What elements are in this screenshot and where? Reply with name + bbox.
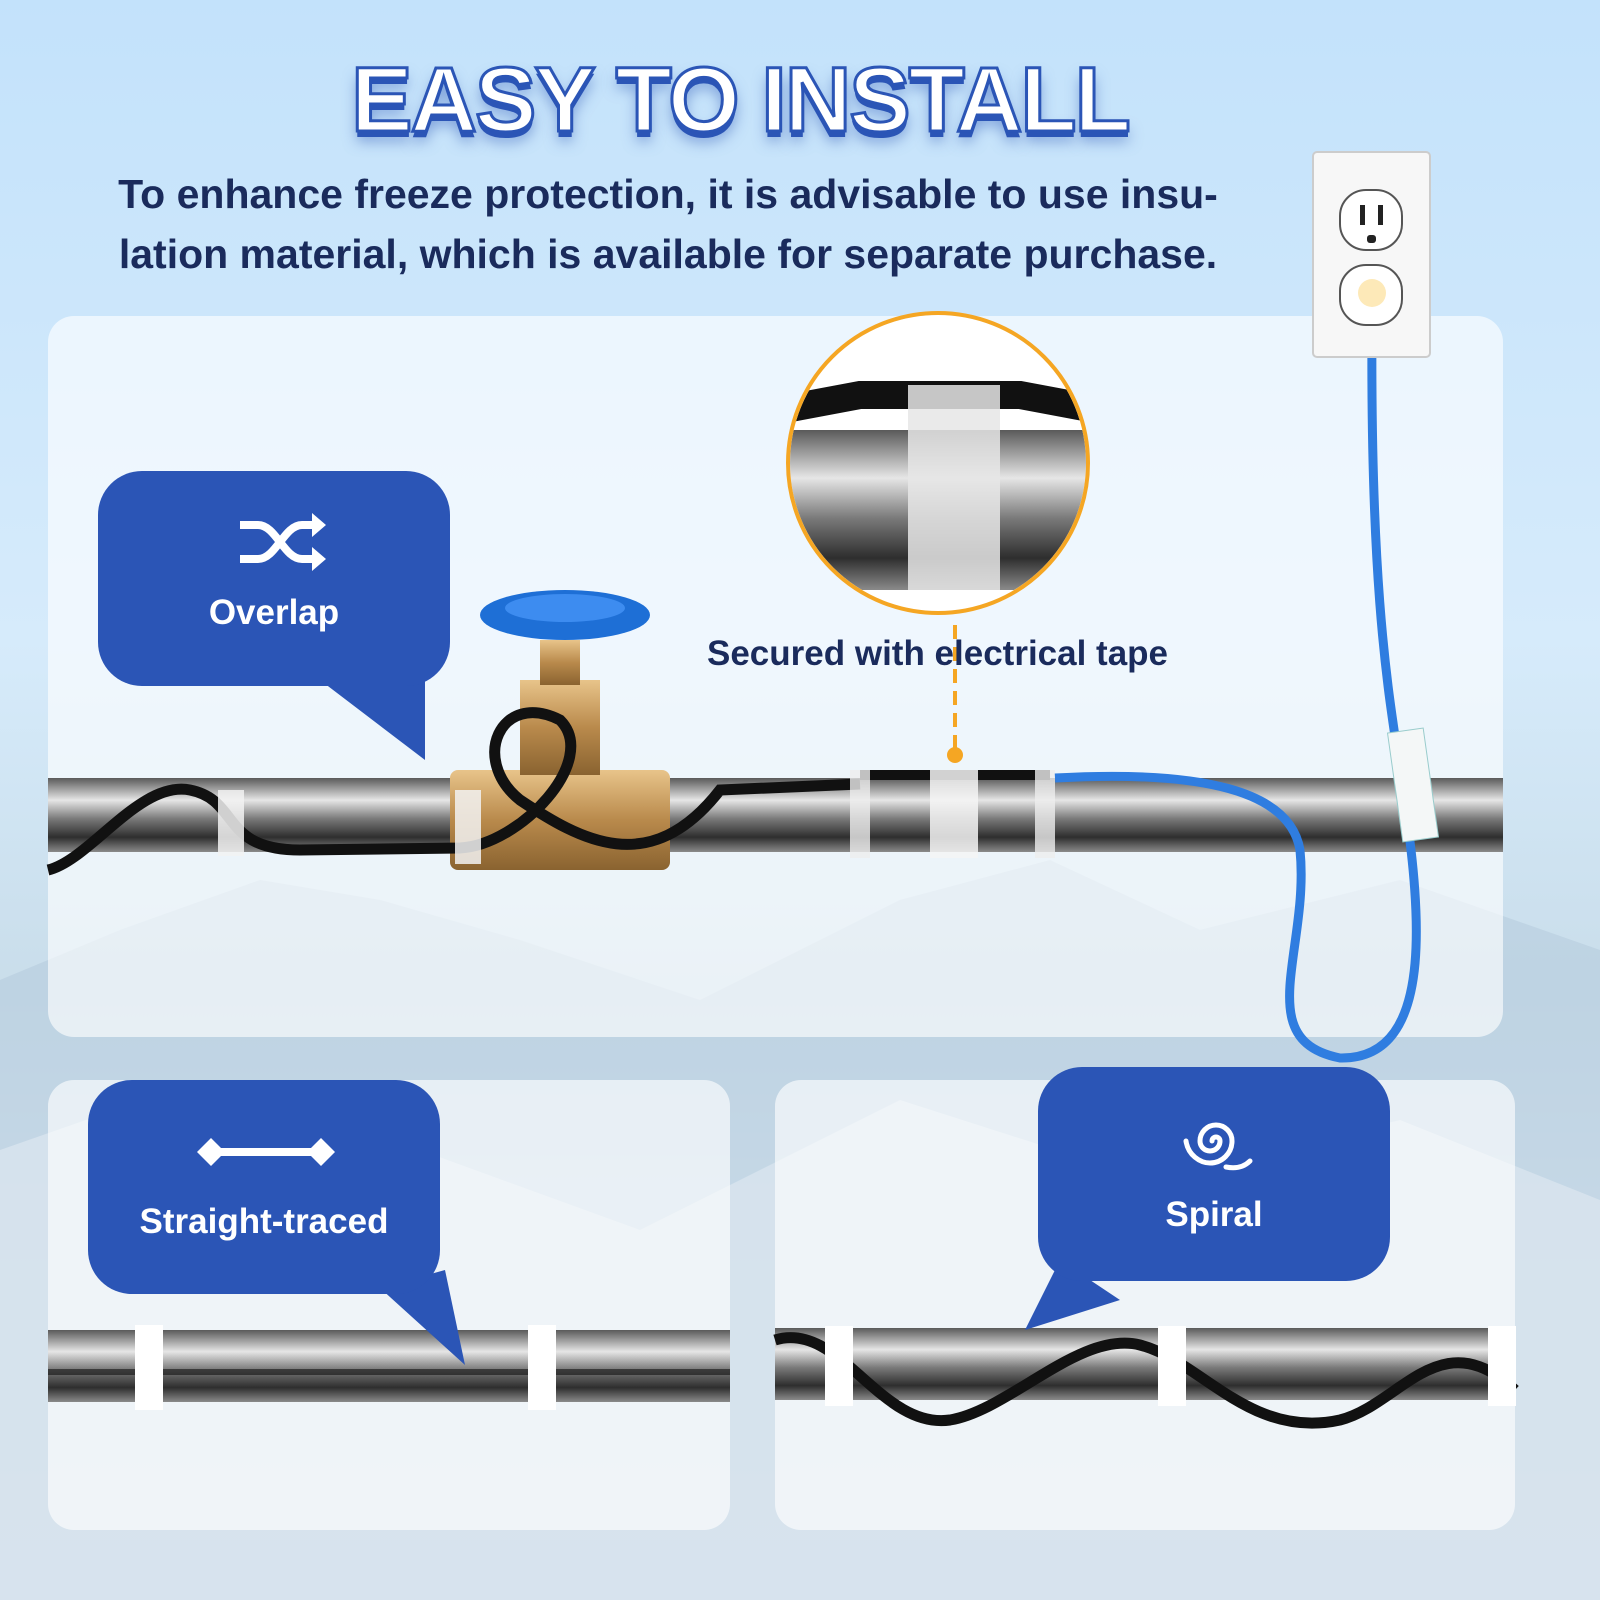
cord-label (1386, 727, 1440, 843)
wall-outlet (1312, 151, 1431, 358)
tape-strip (1035, 770, 1055, 858)
straight-line-icon (197, 1138, 335, 1166)
magnified-tape-detail (790, 315, 1086, 611)
straight-callout: Straight-traced (88, 1080, 440, 1294)
spiral-icon (1183, 1122, 1253, 1171)
subtitle: To enhance freeze protection, it is advi… (118, 171, 1218, 277)
overlap-callout: Overlap (98, 471, 450, 686)
tape-strip (455, 790, 481, 864)
magnifier-ring (786, 311, 1090, 615)
spiral-callout: Spiral (1038, 1067, 1390, 1281)
heating-cable (46, 707, 861, 876)
tape-strip (850, 770, 870, 858)
tape-strip (825, 1326, 853, 1406)
tape-strip (1488, 1326, 1516, 1406)
power-cord (1054, 319, 1421, 1063)
page-title: EASY TO INSTALL (350, 48, 1133, 153)
tape-caption: Secured with electrical tape (707, 634, 1169, 673)
tape-strip (528, 1325, 556, 1410)
tape-strip (1158, 1326, 1186, 1406)
tape-strip (218, 790, 244, 856)
shuffle-icon (240, 513, 326, 571)
spiral-label: Spiral (1165, 1195, 1263, 1234)
straight-label: Straight-traced (139, 1202, 389, 1241)
tape-strip (135, 1325, 163, 1410)
tape-strip (930, 770, 978, 858)
callout-dot (947, 747, 963, 763)
overlap-label: Overlap (208, 593, 340, 632)
